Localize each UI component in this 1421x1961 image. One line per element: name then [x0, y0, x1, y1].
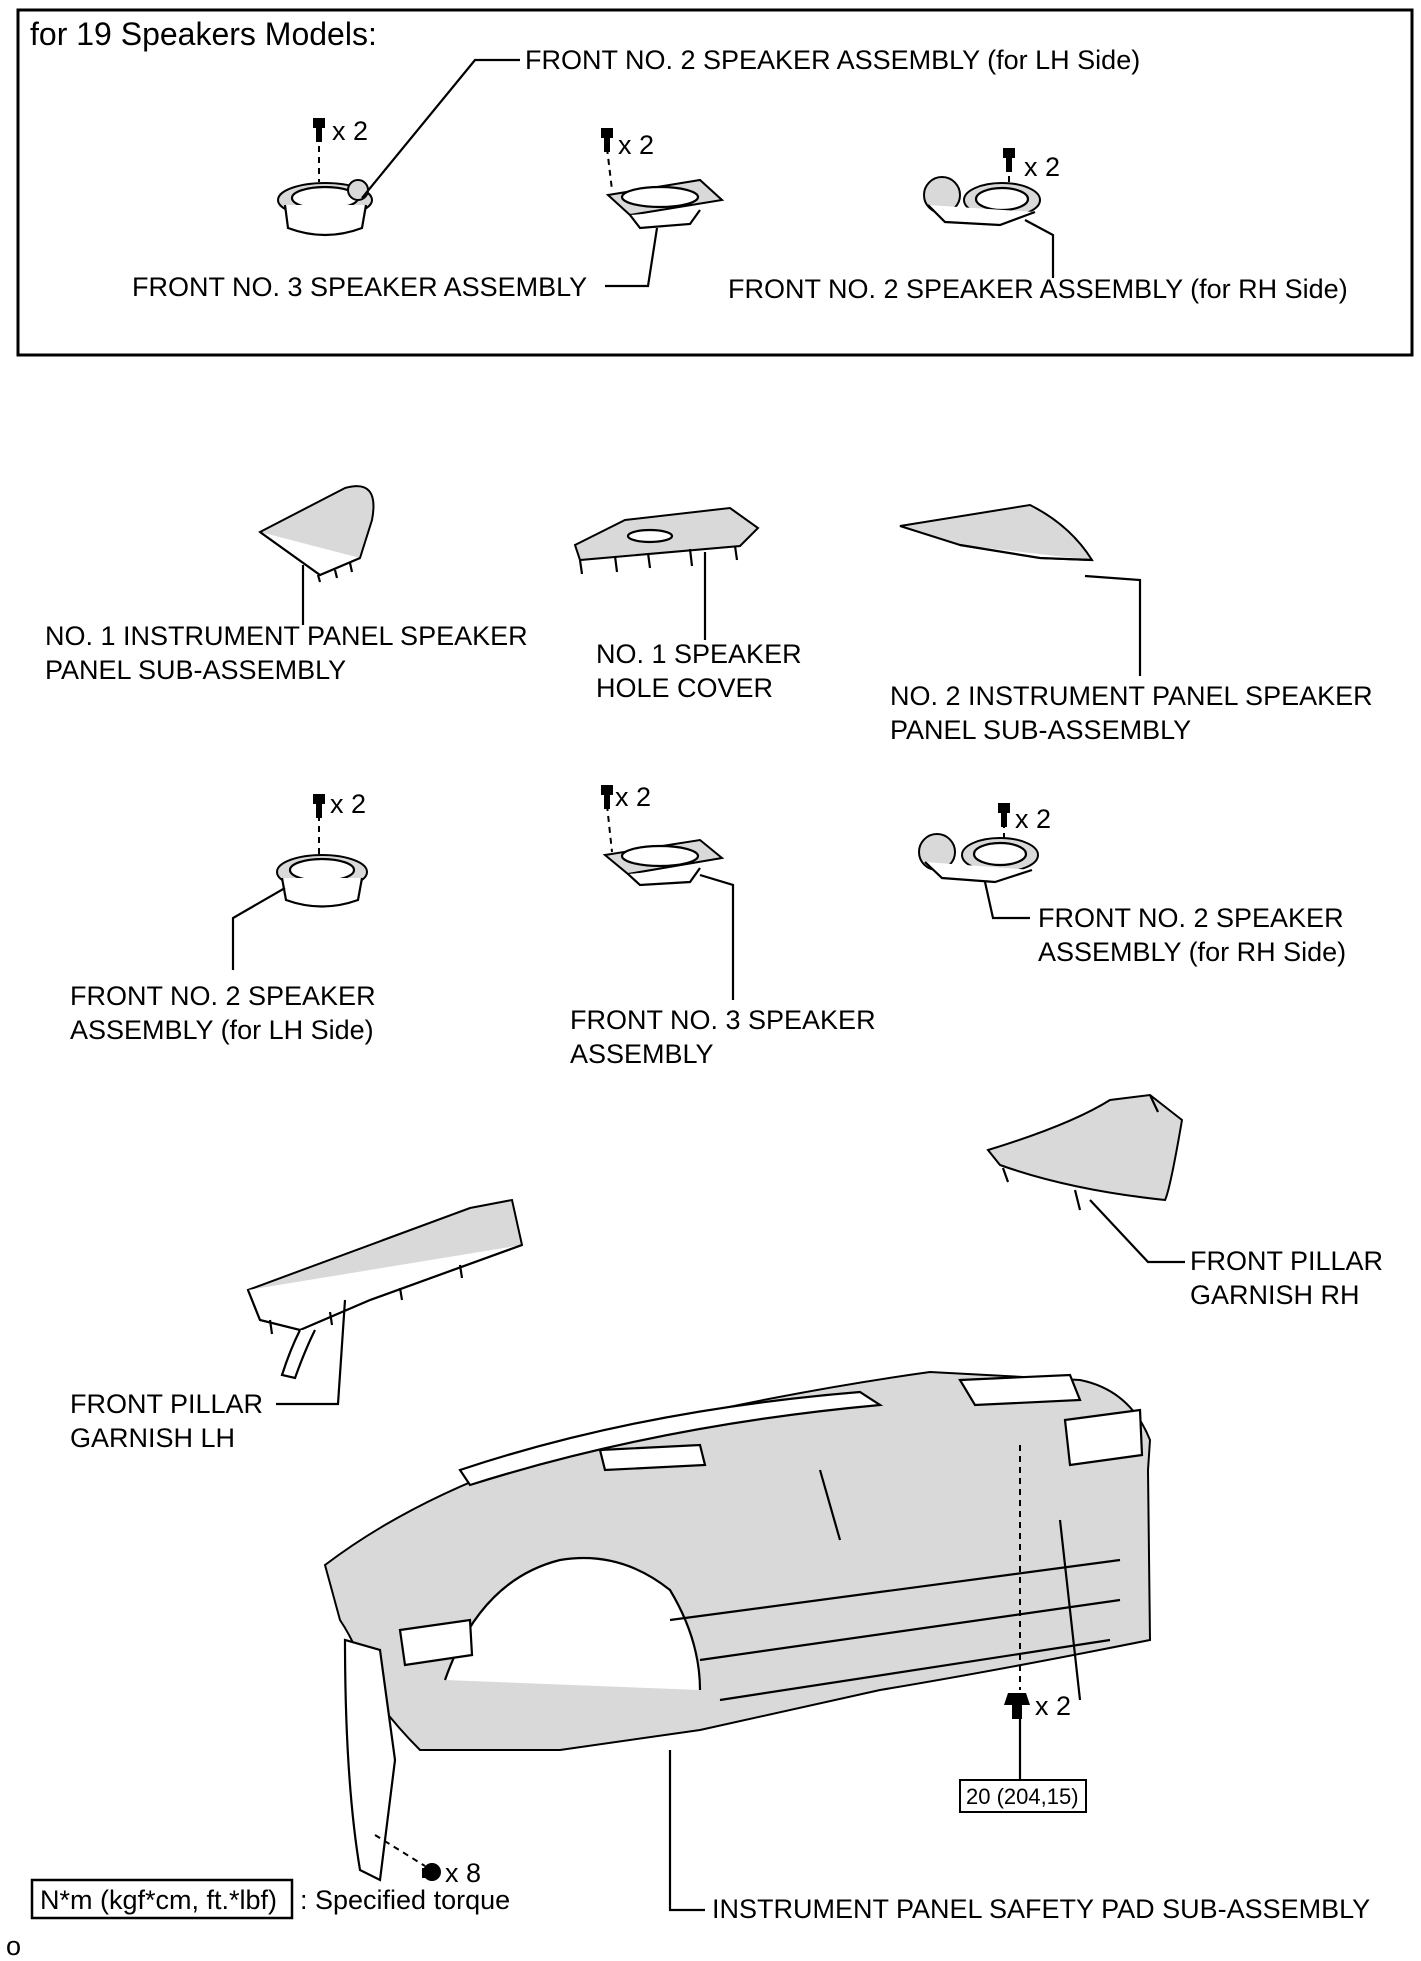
qty-lh-speaker: x 2 [330, 789, 366, 819]
qty-dash-clips: x 8 [445, 1858, 481, 1888]
qty-center-speaker: x 2 [615, 782, 651, 812]
inset-frame [16, 8, 1414, 357]
speaker-center-part: x 2 [601, 782, 725, 887]
inset-label-front-no2-rh: FRONT NO. 2 SPEAKER ASSEMBLY (for RH Sid… [728, 274, 1348, 304]
label-speaker-lh-line2: ASSEMBLY (for LH Side) [70, 1015, 374, 1045]
inset-qty-lh: x 2 [332, 116, 368, 146]
no1-speaker-panel-part [258, 485, 375, 583]
label-safety-pad: INSTRUMENT PANEL SAFETY PAD SUB-ASSEMBLY [712, 1894, 1370, 1924]
inset-qty-rh: x 2 [1024, 152, 1060, 182]
safety-pad-part [323, 1370, 1152, 1882]
label-no1-panel-line1: NO. 1 INSTRUMENT PANEL SPEAKER [45, 621, 528, 651]
inset-qty-center: x 2 [618, 130, 654, 160]
label-speaker-center-line1: FRONT NO. 3 SPEAKER [570, 1005, 876, 1035]
label-speaker-center-line2: ASSEMBLY [570, 1039, 714, 1069]
footer-mark: o [6, 1931, 21, 1961]
label-pillar-lh-line2: GARNISH LH [70, 1423, 235, 1453]
leader-safety-pad [668, 1750, 705, 1912]
label-speaker-rh-line2: ASSEMBLY (for RH Side) [1038, 937, 1346, 967]
dash-clip-dash-line [374, 1834, 426, 1867]
label-no2-panel-line1: NO. 2 INSTRUMENT PANEL SPEAKER [890, 681, 1373, 711]
leader-speaker-center [699, 873, 735, 1000]
speaker-lh-part: x 2 [276, 789, 368, 908]
leader-pillar-rh [1089, 1199, 1185, 1264]
torque-value: 20 (204,15) [966, 1784, 1079, 1809]
label-no1-panel-line2: PANEL SUB-ASSEMBLY [45, 655, 346, 685]
bolt-icon [1003, 148, 1015, 172]
label-pillar-rh-line1: FRONT PILLAR [1190, 1246, 1383, 1276]
qty-dash-bolt: x 2 [1035, 1691, 1071, 1721]
legend-text: : Specified torque [300, 1885, 510, 1915]
bolt-icon [998, 803, 1010, 827]
leader-pillar-lh [276, 1299, 347, 1406]
label-pillar-rh-line2: GARNISH RH [1190, 1280, 1360, 1310]
torque-box [959, 1779, 1087, 1813]
bolt-icon [313, 794, 325, 818]
label-no2-panel-line2: PANEL SUB-ASSEMBLY [890, 715, 1191, 745]
leader-no2-panel [1084, 574, 1142, 676]
label-speaker-rh-line1: FRONT NO. 2 SPEAKER [1038, 903, 1344, 933]
qty-rh-speaker: x 2 [1015, 804, 1051, 834]
no2-speaker-panel-part [899, 503, 1094, 562]
inset-speaker-center: x 2 [601, 128, 725, 230]
speaker-rh-part: x 2 [918, 803, 1051, 884]
bolt-icon [601, 128, 613, 152]
clip-icon [422, 1863, 441, 1881]
legend-box-text: N*m (kgf*cm, ft.*lbf) [40, 1885, 277, 1915]
speaker-hole-cover-part [573, 506, 760, 575]
front-pillar-garnish-rh-part [986, 1093, 1184, 1211]
front-pillar-garnish-lh-part [246, 1198, 524, 1380]
label-hole-cover-line1: NO. 1 SPEAKER [596, 639, 802, 669]
bolt-icon [601, 785, 613, 809]
bolt-icon [1004, 1693, 1030, 1719]
label-pillar-lh-line1: FRONT PILLAR [70, 1389, 263, 1419]
inset-leader-rh [1024, 219, 1055, 278]
inset-leader-lh [361, 58, 520, 199]
inset-speaker-lh: x 2 [277, 116, 373, 237]
inset-title: for 19 Speakers Models: [30, 16, 377, 52]
inset-label-front-no3: FRONT NO. 3 SPEAKER ASSEMBLY [132, 272, 587, 302]
inset-leader-center [605, 227, 659, 288]
legend-box [30, 1878, 294, 1920]
bolt-icon [313, 118, 325, 142]
label-speaker-lh-line1: FRONT NO. 2 SPEAKER [70, 981, 376, 1011]
leader-speaker-rh [983, 881, 1030, 920]
leader-speaker-lh [231, 887, 286, 970]
label-hole-cover-line2: HOLE COVER [596, 673, 773, 703]
inset-speaker-rh: x 2 [923, 148, 1060, 227]
inset-label-front-no2-lh: FRONT NO. 2 SPEAKER ASSEMBLY (for LH Sid… [525, 45, 1140, 75]
